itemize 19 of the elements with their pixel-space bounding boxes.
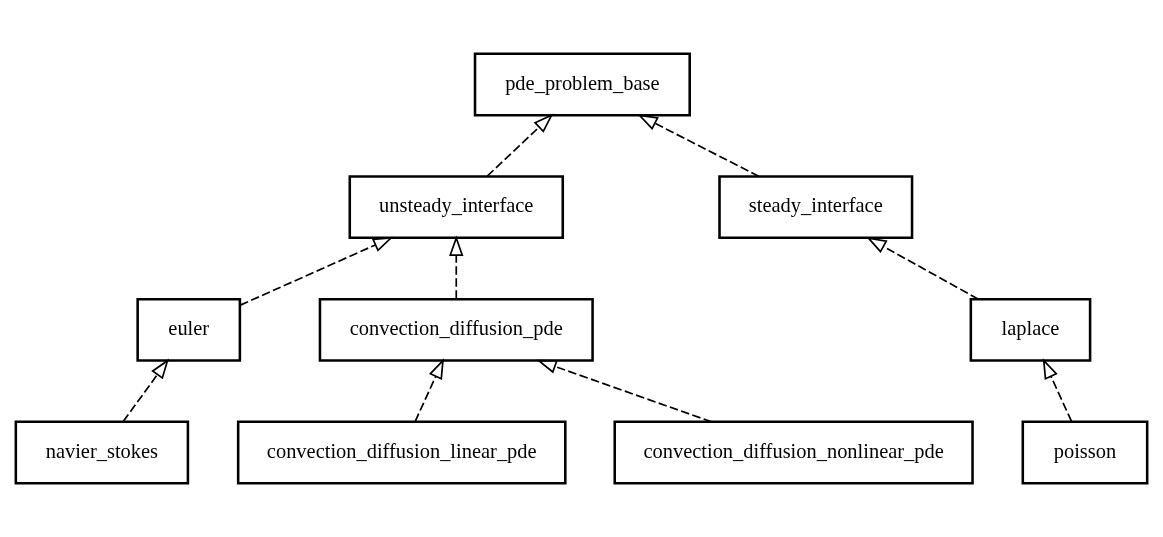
node-box: navier_stokes — [14, 420, 190, 485]
arrow — [637, 114, 760, 178]
node-box: convection_diffusion_pde — [318, 297, 594, 362]
node-box: unsteady_interface — [348, 175, 565, 240]
node-box: poisson — [1021, 420, 1149, 485]
arrow — [239, 236, 394, 306]
node-box: convection_diffusion_nonlinear_pde — [613, 420, 974, 485]
arrow — [414, 358, 444, 423]
node-box: laplace — [969, 297, 1092, 362]
arrow — [1042, 358, 1073, 423]
arrow — [122, 358, 170, 423]
arrow — [449, 235, 464, 300]
arrow — [486, 113, 554, 177]
node-box: pde_problem_base — [473, 52, 691, 117]
node-box: convection_diffusion_linear_pde — [236, 420, 567, 485]
node-box: steady_interface — [718, 175, 914, 240]
arrow — [866, 236, 979, 300]
arrow — [536, 359, 713, 423]
node-box: euler — [136, 297, 242, 362]
